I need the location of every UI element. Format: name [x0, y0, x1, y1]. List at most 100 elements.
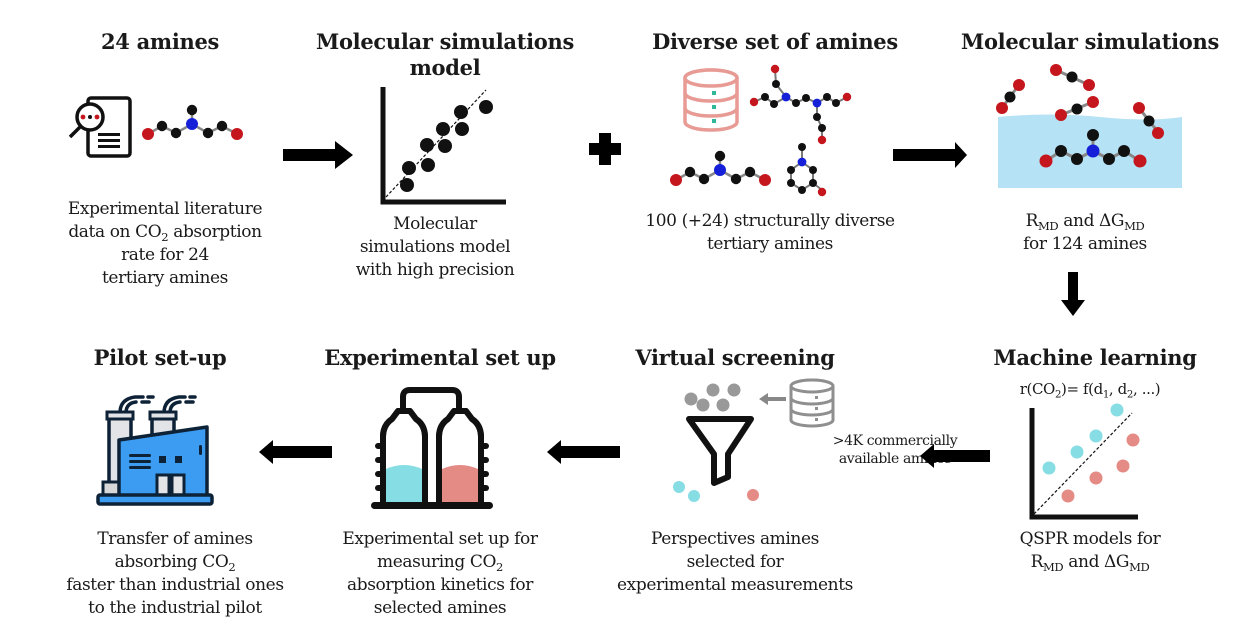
- arrow-right-icon: [283, 141, 353, 169]
- text-line: data on CO2 absorption: [40, 221, 290, 244]
- molecular-simulations-scatter-icon: [380, 87, 506, 205]
- oxygen-atom: [231, 128, 243, 140]
- text-line: tertiary amines: [620, 233, 920, 256]
- text-line: absorption kinetics for: [305, 574, 575, 597]
- text-line: measuring CO2: [305, 551, 575, 574]
- step-title-molecular-simulations: Molecular simulations: [961, 29, 1219, 54]
- screening-funnel-icon: [673, 383, 759, 502]
- step-title-experimental-set-up: Experimental set up: [324, 345, 556, 370]
- subscript-text: MD: [1043, 560, 1064, 575]
- text-segment: >4K commercially: [832, 433, 958, 449]
- text-line: >4K commercially: [830, 432, 960, 450]
- text-segment: for 124 amines: [1023, 234, 1147, 254]
- text-segment: )= f(d: [1061, 380, 1103, 398]
- carbon-atom: [156, 120, 168, 132]
- subscript-text: MD: [1038, 219, 1059, 234]
- text-segment: selected for: [686, 552, 784, 572]
- subscript-text: 1: [1102, 389, 1110, 401]
- text-line: Experimental literature: [40, 198, 290, 221]
- co2-molecule-icon: [1133, 102, 1164, 139]
- factory-icon: [96, 395, 214, 506]
- text-line: Perspectives amines: [580, 528, 890, 551]
- text-segment: absorption: [168, 222, 262, 242]
- text-segment: tertiary amines: [707, 234, 833, 254]
- amine-molecule-icon: [670, 150, 771, 186]
- text-line: QSPR models for: [985, 528, 1195, 551]
- text-line: selected amines: [305, 597, 575, 620]
- step-description-diverse-set-of-amines: 100 (+24) structurally diverse tertiary a…: [620, 210, 920, 256]
- co2-molecule-icon: [1050, 64, 1095, 91]
- carbon-atom: [684, 166, 696, 178]
- text-segment: r(CO: [1019, 380, 1056, 398]
- subscript-text: 2: [228, 560, 236, 575]
- arrow-left-icon: [259, 440, 332, 464]
- nitrogen-atom: [714, 164, 726, 176]
- arrow-left-icon: [547, 440, 620, 464]
- text-segment: Molecular: [393, 214, 477, 234]
- text-line: to the industrial pilot: [50, 597, 300, 620]
- oxygen-atom: [142, 128, 154, 140]
- step-title-molecular-simulations-model: Molecular simulations model: [295, 29, 595, 81]
- text-segment: R: [1025, 211, 1039, 231]
- plus-icon: [589, 133, 621, 165]
- text-line: RMD and ΔGMD: [980, 210, 1190, 233]
- text-segment: , ...): [1132, 380, 1161, 398]
- arrow-left-small-icon: [759, 393, 786, 405]
- text-line: tertiary amines: [40, 267, 290, 290]
- text-segment: rate for 24: [121, 245, 209, 265]
- diamine-molecule-icon: [749, 64, 852, 145]
- text-segment: faster than industrial ones: [66, 575, 284, 595]
- nitrogen-atom: [186, 118, 198, 130]
- step-title-machine-learning: Machine learning: [993, 345, 1197, 370]
- text-line: RMD and ΔGMD: [985, 551, 1195, 574]
- carbon-atom: [730, 173, 742, 185]
- text-segment: Experimental set up for: [342, 529, 538, 549]
- text-segment: R: [1030, 552, 1044, 572]
- text-segment: QSPR models for: [1019, 529, 1161, 549]
- text-line: simulations model: [330, 236, 540, 259]
- carbon-atom: [170, 127, 182, 139]
- text-segment: with high precision: [355, 260, 515, 280]
- subscript-text: 2: [161, 230, 169, 245]
- cyclic-amine-molecule-icon: [787, 143, 827, 197]
- simulation-box-icon: [996, 64, 1182, 188]
- text-segment: Transfer of amines: [97, 529, 253, 549]
- text-line: for 124 amines: [980, 233, 1190, 256]
- step-title-diverse-set-of-amines: Diverse set of amines: [652, 29, 898, 54]
- text-line: Molecular: [330, 213, 540, 236]
- commercial-database-icon: [789, 378, 835, 428]
- text-segment: 100 (+24) structurally diverse: [645, 211, 895, 231]
- arrow-down-icon: [1061, 272, 1085, 316]
- text-segment: absorbing CO: [114, 552, 229, 572]
- text-line: selected for: [580, 551, 890, 574]
- arrow-right-icon: [893, 142, 967, 168]
- title-line: model: [409, 55, 481, 80]
- text-segment: selected amines: [373, 598, 507, 618]
- text-line: with high precision: [330, 259, 540, 282]
- text-line: experimental measurements: [580, 574, 890, 597]
- ml-formula: r(CO2)= f(d1, d2, ...): [990, 380, 1190, 401]
- text-line: faster than industrial ones: [50, 574, 300, 597]
- text-segment: and ΔG: [1063, 552, 1130, 572]
- literature-search-icon: [68, 96, 132, 158]
- text-line: Experimental set up for: [305, 528, 575, 551]
- absorption-bottles-icon: [371, 387, 493, 509]
- step-title-pilot-set-up: Pilot set-up: [93, 345, 227, 370]
- carbon-atom: [744, 166, 756, 178]
- subscript-text: 2: [495, 560, 503, 575]
- title-line: Molecular simulations: [316, 29, 574, 54]
- subscript-text: MD: [1129, 560, 1150, 575]
- subscript-text: 2: [1126, 389, 1134, 401]
- carbon-atom: [216, 120, 228, 132]
- text-segment: Perspectives amines: [651, 529, 819, 549]
- carbon-atom: [714, 150, 726, 162]
- text-segment: measuring CO: [377, 552, 496, 572]
- carbon-atom: [186, 104, 198, 116]
- text-segment: to the industrial pilot: [88, 598, 262, 618]
